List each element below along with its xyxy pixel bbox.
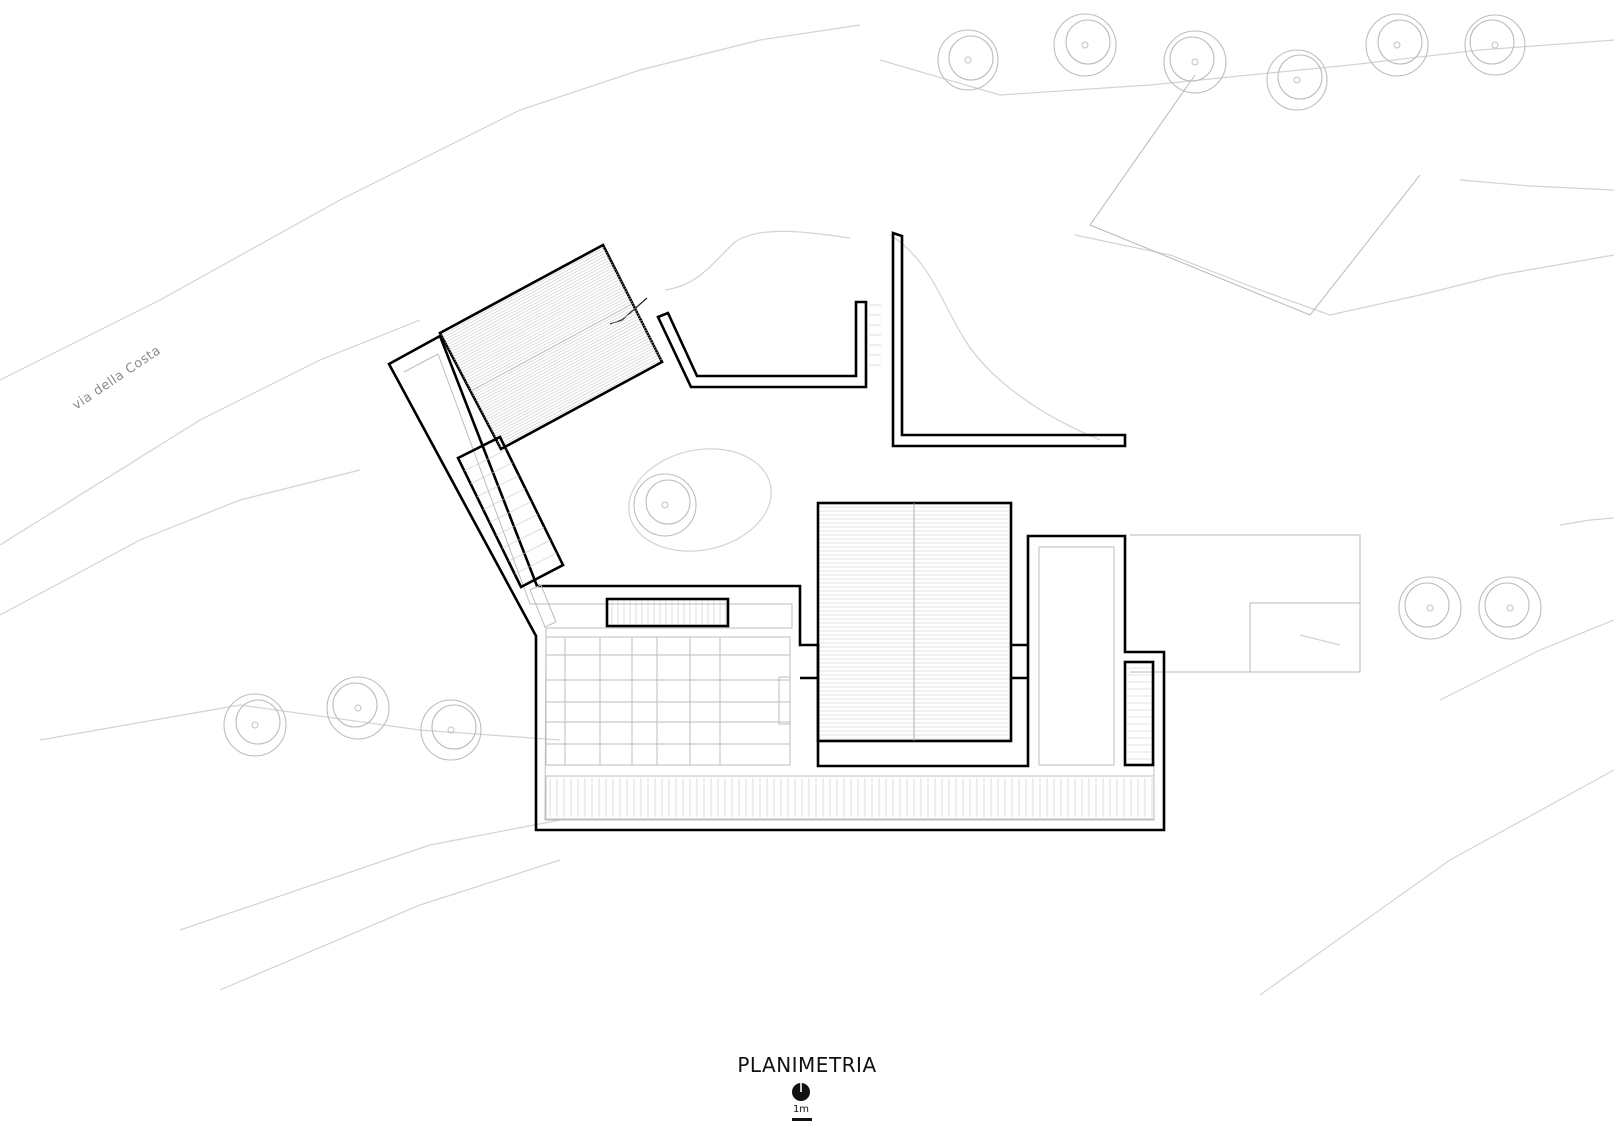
tree-symbol [1266,49,1328,111]
side-stair [1123,660,1155,767]
tree-symbol [937,29,999,91]
site-lines [1089,74,1421,673]
garden-walls [656,231,1127,448]
street-label: via della Costa [70,343,164,413]
tree-symbol [420,699,482,761]
scale-label: 1m [792,1104,810,1115]
bench-block [605,597,730,628]
scale-bar [792,1118,812,1121]
tree-symbol [1478,576,1542,640]
tree-symbol [1163,30,1227,94]
terrain-contours [0,24,1614,996]
grid-room [545,636,791,766]
central-roof-block [800,501,1028,743]
north-arrow-icon [792,1083,810,1101]
tree-symbol [1365,13,1429,77]
angled-stair [456,435,565,628]
angled-roof-block [438,243,664,451]
tree-symbol [1464,14,1526,76]
long-strip [545,775,1155,820]
tree-symbol [1053,13,1117,77]
drawing-title: PLANIMETRIA [737,1053,877,1077]
building-outline [387,297,1166,832]
trees [223,13,1542,761]
tree-symbol [1398,576,1462,640]
tree-symbol [326,676,390,740]
tree-symbol [633,473,697,537]
tree-symbol [223,693,287,757]
pool [1038,546,1115,766]
